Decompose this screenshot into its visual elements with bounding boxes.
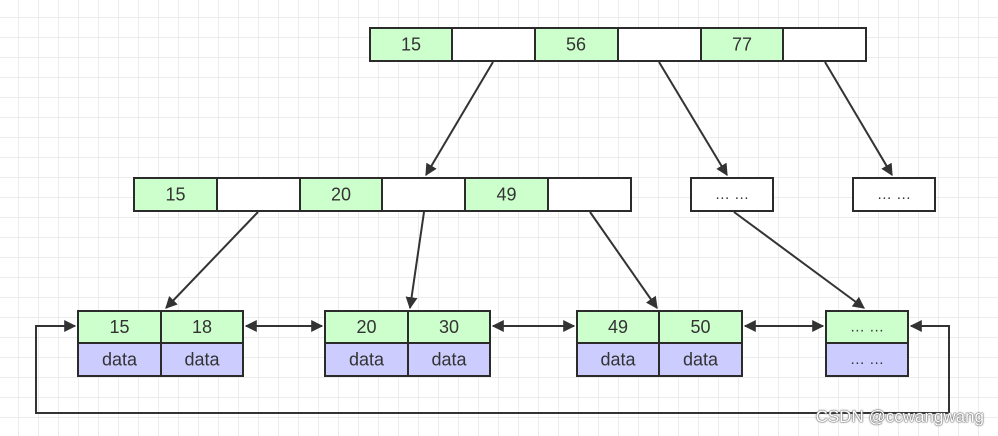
leaf-2-key-1: 20 (356, 317, 376, 337)
internal-node-placeholder-a: … … (690, 177, 774, 212)
arrow-internal-to-leaf-2 (405, 211, 425, 310)
internal-key-2: 20 (331, 185, 351, 205)
arrow-circular-wrap-link (35, 320, 950, 414)
leaf-2-data-2: data (431, 350, 467, 370)
internal-pointer-cell-3 (547, 177, 632, 212)
leaf-1-data-cell-2 (160, 342, 244, 377)
leaf-2-data-cell-2 (407, 342, 491, 377)
internal-key-cell-3 (464, 177, 549, 212)
placeholder-b-text: … … (877, 186, 911, 203)
internal-key-cell-2 (299, 177, 383, 212)
leaf-node-4: … … … … (825, 310, 909, 377)
leaf-2-key-2: 30 (439, 317, 459, 337)
arrow-placeholder-a-to-leaf-4 (733, 211, 865, 309)
leaf-3-key-1: 49 (608, 317, 628, 337)
root-key-1: 15 (401, 35, 421, 55)
root-key-cell-2 (534, 27, 619, 62)
placeholder-b-cell (852, 177, 936, 212)
leaf-3-data-cell-2 (658, 342, 743, 377)
root-pointer-cell-3 (782, 27, 867, 62)
leaf-1-data-1: data (102, 350, 138, 370)
watermark: CSDN @ccwangwang (815, 407, 984, 426)
root-key-cell-3 (700, 27, 784, 62)
arrow-root-to-placeholder-a (658, 61, 728, 177)
leaf-node-1: 15 18 data data (77, 310, 244, 377)
root-node: 15 56 77 (369, 27, 867, 62)
internal-node-placeholder-b: … … (852, 177, 936, 212)
leaf-4-data: … … (850, 351, 884, 368)
leaf-3-data-2: data (683, 350, 719, 370)
placeholder-a-cell (690, 177, 774, 212)
leaf-4-data-cell (825, 342, 909, 377)
internal-pointer-cell-2 (381, 177, 466, 212)
leaf-node-3: 49 50 data data (576, 310, 743, 377)
internal-pointer-cell-1 (216, 177, 301, 212)
root-pointer-cell-2 (617, 27, 702, 62)
arrow-root-to-placeholder-b (824, 61, 893, 177)
leaf-3-data-1: data (600, 350, 636, 370)
leaf-4-key: … … (850, 319, 884, 336)
leaf-3-data-cell-1 (576, 342, 660, 377)
leaf-1-key-2: 18 (192, 317, 212, 337)
leaf-1-key-1: 15 (109, 317, 129, 337)
root-key-2: 56 (566, 35, 586, 55)
arrow-root-to-internal (425, 61, 494, 177)
root-key-cell-1 (369, 27, 453, 62)
internal-key-3: 49 (496, 185, 516, 205)
leaf-node-2: 20 30 data data (324, 310, 491, 377)
leaf-3-key-2: 50 (690, 317, 710, 337)
leaf-2-data-1: data (349, 350, 385, 370)
arrow-internal-to-leaf-1 (165, 211, 259, 309)
internal-node-main: 15 20 49 (133, 177, 632, 212)
leaf-1-data-2: data (184, 350, 220, 370)
root-pointer-cell-1 (451, 27, 536, 62)
root-key-3: 77 (732, 35, 752, 55)
arrow-internal-to-leaf-3 (589, 211, 658, 309)
internal-key-1: 15 (165, 185, 185, 205)
placeholder-a-text: … … (715, 186, 749, 203)
